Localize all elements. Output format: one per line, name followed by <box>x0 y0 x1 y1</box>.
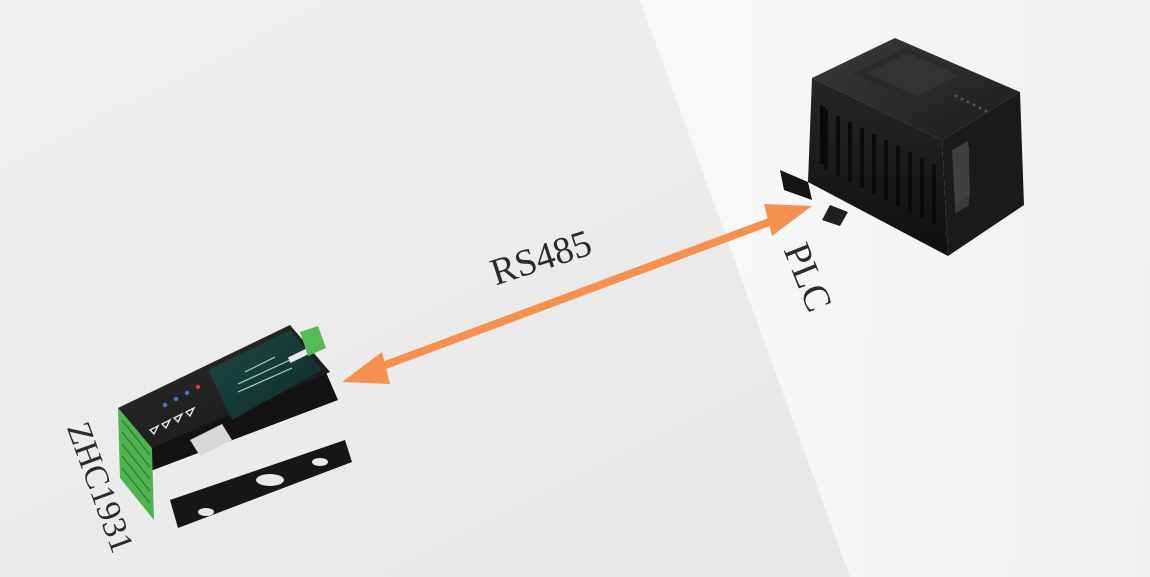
background-light-plane <box>640 0 1150 577</box>
plc-module-icon <box>780 38 1024 256</box>
serial-to-ethernet-gateway-icon <box>118 325 352 528</box>
arrowhead-left-icon <box>342 352 390 384</box>
rs485-link-arrow <box>342 204 812 384</box>
arrowhead-right-icon <box>764 204 812 236</box>
